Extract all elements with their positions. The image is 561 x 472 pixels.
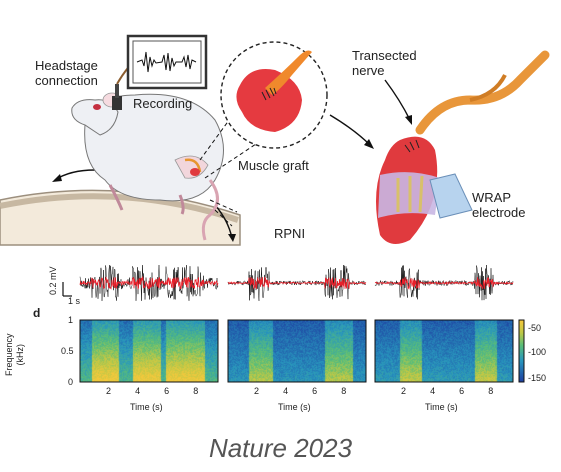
xtick-1-2: 2 (106, 386, 112, 396)
panel-d-label: d (33, 306, 41, 320)
xtick-2-8: 8 (341, 386, 347, 396)
xlabel-3: Time (s) (425, 402, 458, 412)
cbar-tick-150: -150 (528, 373, 547, 383)
transected-nerve-label: Transected nerve (352, 48, 417, 78)
xtick-1-6: 6 (164, 386, 170, 396)
xtick-2-4: 4 (283, 386, 289, 396)
muscle-graft-inset (220, 41, 328, 149)
caption: Nature 2023 (208, 433, 353, 463)
ytick-1: 1 (68, 315, 74, 325)
trace-envelope-3 (374, 277, 514, 291)
xtick-3-8: 8 (488, 386, 494, 396)
xtick-2-6: 6 (312, 386, 318, 396)
headstage-label: Headstage connection (35, 58, 98, 88)
cbar-tick-100: -100 (528, 347, 547, 357)
spectrogram-2 (228, 320, 366, 382)
xtick-2-2: 2 (254, 386, 260, 396)
rpni-graft (376, 136, 473, 244)
xtick-3-6: 6 (459, 386, 465, 396)
recording-monitor (126, 34, 208, 90)
xtick-1-8: 8 (193, 386, 199, 396)
trace-envelope-2 (227, 276, 367, 290)
transected-nerve (415, 50, 550, 135)
trace-2 (227, 264, 367, 301)
xtick-1-4: 4 (135, 386, 141, 396)
xtick-3-4: 4 (430, 386, 436, 396)
spectrogram-3 (375, 320, 513, 382)
muscle-graft-label: Muscle graft (238, 158, 309, 173)
ytick-0: 0 (68, 377, 74, 387)
ytick-0-5: 0.5 (61, 346, 74, 356)
scale-s-label: 1 s (68, 296, 81, 306)
trace-envelope-1 (79, 275, 219, 290)
cbar-tick-50: -50 (528, 323, 542, 333)
recording-label: Recording (133, 96, 193, 111)
spec-ylabel: Frequency (kHz) (4, 333, 25, 376)
wrap-electrode-label: WRAP electrode (472, 190, 526, 220)
xlabel-1: Time (s) (130, 402, 163, 412)
xlabel-2: Time (s) (278, 402, 311, 412)
xtick-3-2: 2 (401, 386, 407, 396)
colorbar (519, 320, 524, 382)
spectrogram-1 (80, 320, 218, 382)
rpni-label: RPNI (274, 226, 306, 241)
trace-3 (374, 264, 514, 301)
rat-illustration (71, 84, 224, 241)
